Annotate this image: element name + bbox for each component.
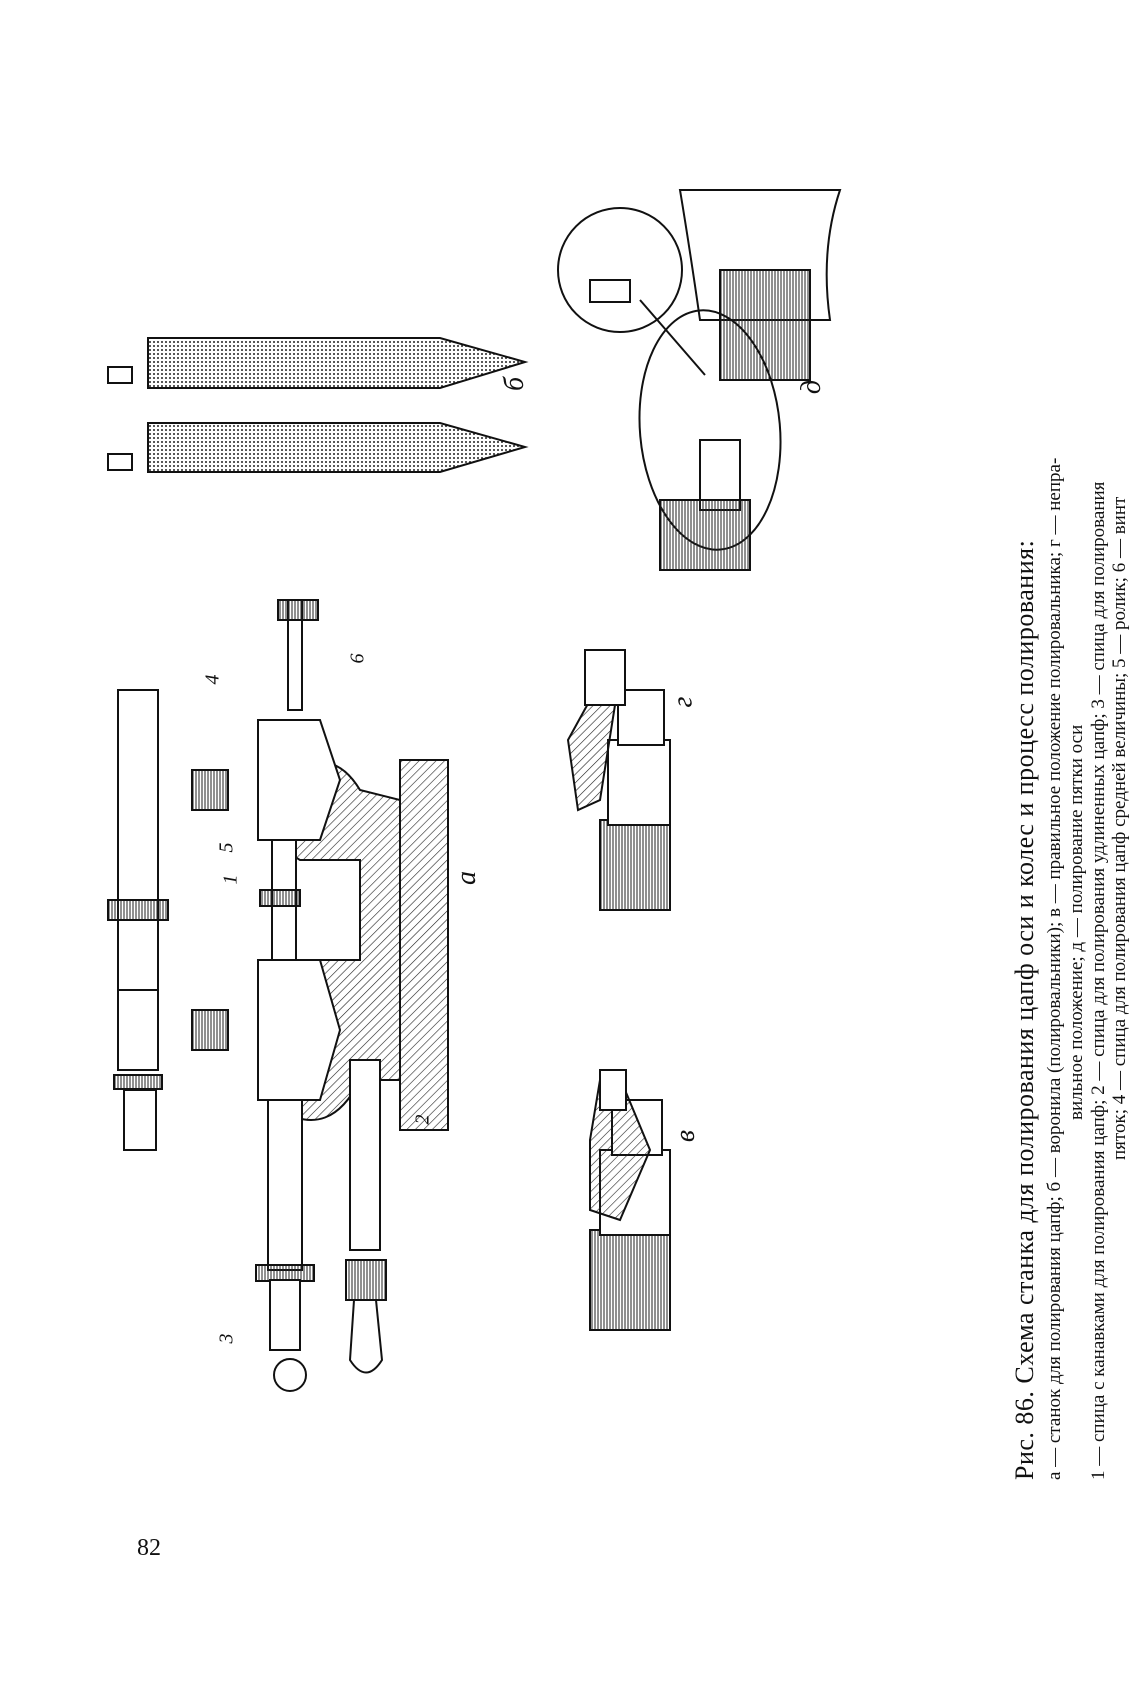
pivot-polishing-panel (557, 189, 842, 571)
part-number-3: 3 (215, 1333, 238, 1344)
incorrect-position-panel (566, 649, 671, 911)
panel-label-g: г (667, 696, 699, 708)
part-number-2: 2 (411, 1114, 434, 1125)
page-number: 82 (137, 1535, 161, 1561)
panel-label-b: б (499, 376, 531, 392)
panel-label-d: д (796, 379, 828, 395)
caption-line: вильное положение; д — полирование пятки… (1065, 724, 1087, 1120)
machine-panel (107, 599, 449, 1392)
part-number-4: 4 (201, 674, 224, 685)
caption-line: а — станок для полирования цапф; б — вор… (1043, 457, 1065, 1480)
part-number-5: 5 (215, 842, 238, 853)
caption-title: Рис. 86. Схема станка для полирования ца… (1010, 539, 1039, 1480)
part-number-1: 1 (219, 874, 242, 885)
files-panel (107, 337, 529, 473)
part-number-6: 6 (346, 653, 369, 664)
panel-label-a: а (451, 871, 482, 885)
caption-line: 1 — спица с канавками для полирования ца… (1087, 481, 1109, 1480)
correct-position-panel (589, 1069, 671, 1331)
panel-label-v: в (670, 1129, 702, 1143)
figure-caption: Рис. 86. Схема станка для полирования ца… (1010, 170, 1131, 1480)
caption-line: пяток; 4 — спица для полирования цапф ср… (1109, 496, 1131, 1160)
